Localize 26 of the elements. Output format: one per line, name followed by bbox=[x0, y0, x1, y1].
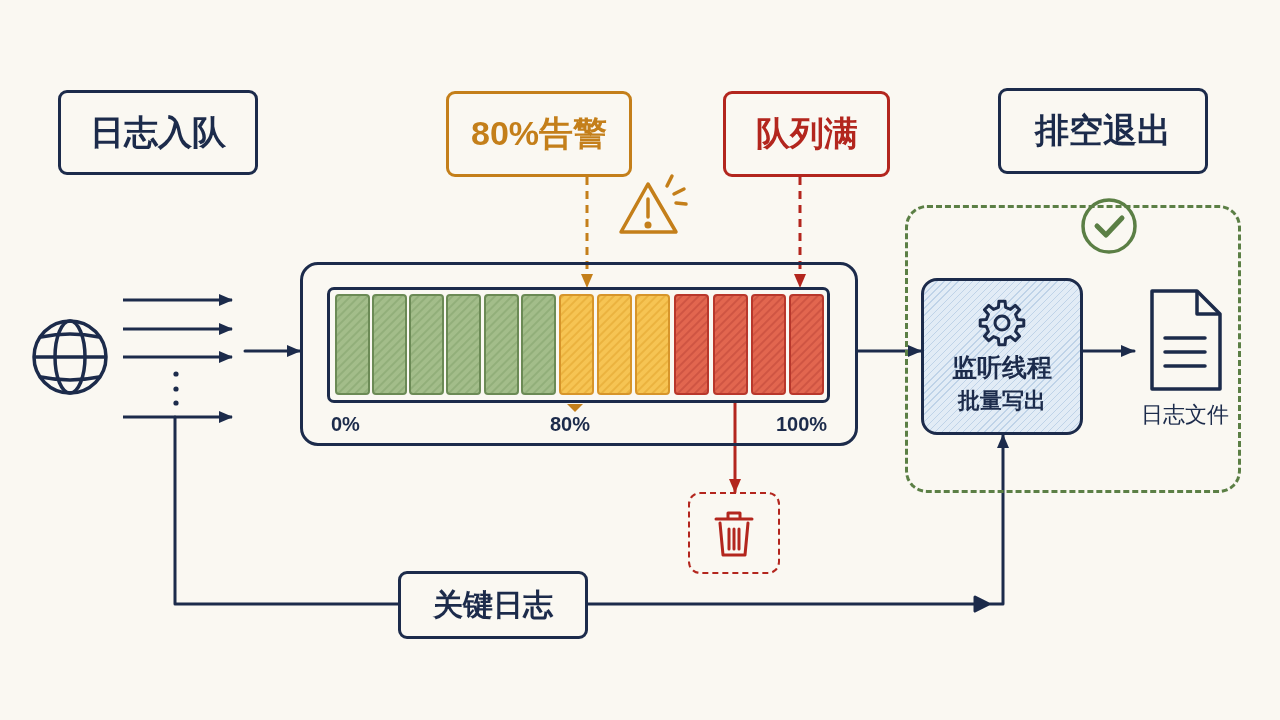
alert-text: 80%告警 bbox=[470, 114, 608, 154]
file-caption: 日志文件 bbox=[1141, 402, 1229, 428]
scale-label: 80% bbox=[550, 413, 591, 436]
arrow bbox=[586, 433, 1009, 613]
status-text: 队列满 bbox=[755, 114, 858, 154]
heading-text: 日志入队 bbox=[90, 112, 226, 153]
status-box bbox=[723, 91, 890, 177]
scale-label: 0% bbox=[331, 413, 360, 436]
heading-text: 排空退出 bbox=[1035, 111, 1171, 151]
process-title: 监听线程 bbox=[952, 353, 1052, 383]
arrow bbox=[856, 345, 923, 357]
dashed-arrow bbox=[581, 177, 593, 288]
heading-box bbox=[58, 90, 258, 175]
discard-box bbox=[688, 492, 780, 574]
alert-box bbox=[446, 91, 632, 177]
process-subtitle: 批量写出 bbox=[958, 388, 1046, 414]
heading-box bbox=[998, 88, 1208, 174]
path-label: 关键日志 bbox=[433, 587, 553, 623]
group-frame bbox=[905, 205, 1241, 493]
arrow bbox=[1081, 345, 1136, 357]
process-box bbox=[921, 278, 1083, 435]
path-box bbox=[398, 571, 588, 639]
arrow bbox=[729, 401, 741, 494]
arrow bbox=[243, 345, 302, 357]
dashed-arrow bbox=[794, 177, 806, 288]
scale-label: 100% bbox=[776, 413, 828, 436]
